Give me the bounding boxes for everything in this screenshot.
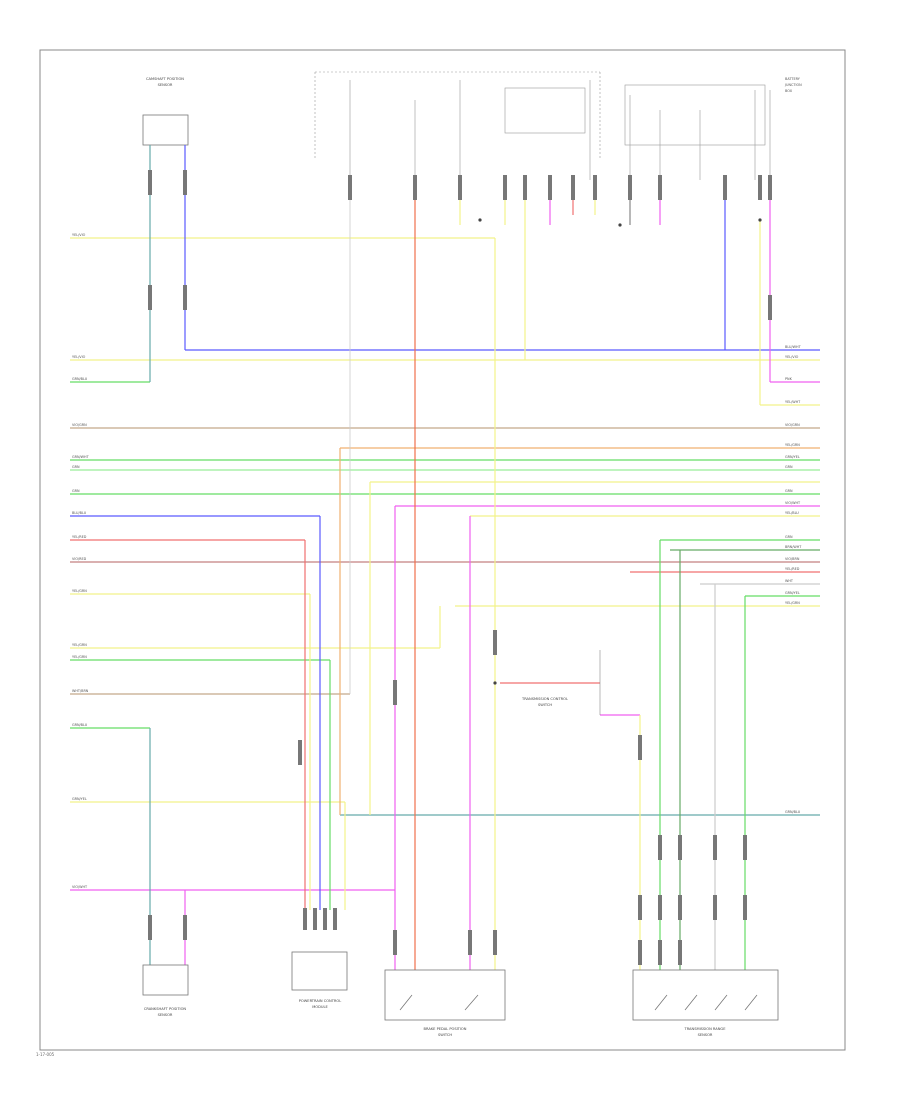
svg-text:BLU/BLU: BLU/BLU — [72, 511, 87, 515]
svg-text:JUNCTION: JUNCTION — [784, 83, 802, 87]
svg-text:VIO/WHT: VIO/WHT — [72, 885, 88, 889]
svg-text:TRANSMISSION CONTROL: TRANSMISSION CONTROL — [521, 697, 568, 701]
svg-text:GRN: GRN — [785, 465, 793, 469]
svg-text:YEL/WHT: YEL/WHT — [785, 400, 801, 404]
svg-text:YEL/GRN: YEL/GRN — [785, 601, 800, 605]
svg-text:BLU/WHT: BLU/WHT — [785, 345, 802, 349]
svg-text:BOX: BOX — [785, 89, 793, 93]
svg-text:YEL/VIO: YEL/VIO — [785, 355, 799, 359]
svg-text:YEL/VIO: YEL/VIO — [72, 233, 86, 237]
footer-code: 1-17-005 — [36, 1052, 55, 1057]
vertical-wires — [149, 145, 771, 970]
connector-pins — [148, 170, 772, 965]
svg-text:BRAKE PEDAL POSITION: BRAKE PEDAL POSITION — [424, 1027, 467, 1031]
svg-text:GRN/BLU: GRN/BLU — [72, 723, 88, 727]
svg-text:PNK: PNK — [785, 377, 793, 381]
splice-points — [478, 218, 762, 685]
svg-text:YEL/GRN: YEL/GRN — [785, 443, 800, 447]
svg-text:YEL/VIO: YEL/VIO — [72, 355, 86, 359]
svg-text:VIO/RED: VIO/RED — [72, 557, 87, 561]
fuse-box-top — [314, 71, 771, 180]
svg-text:TRANSMISSION RANGE: TRANSMISSION RANGE — [684, 1027, 727, 1031]
center-note: TRANSMISSION CONTROL SWITCH — [521, 697, 568, 707]
svg-text:SENSOR: SENSOR — [158, 1013, 173, 1017]
horizontal-wires — [70, 237, 820, 891]
svg-text:GRN/YEL: GRN/YEL — [72, 797, 87, 801]
svg-text:SENSOR: SENSOR — [158, 83, 173, 87]
svg-text:YEL/RED: YEL/RED — [785, 567, 800, 571]
svg-text:VIO/WHT: VIO/WHT — [785, 501, 801, 505]
svg-text:GRN: GRN — [72, 465, 80, 469]
svg-text:SENSOR: SENSOR — [698, 1033, 713, 1037]
svg-text:VIO/BRN: VIO/BRN — [785, 557, 800, 561]
svg-text:CRANKSHAFT POSITION: CRANKSHAFT POSITION — [144, 1007, 187, 1011]
svg-text:MODULE: MODULE — [312, 1005, 328, 1009]
svg-text:GRN/BLU: GRN/BLU — [785, 810, 801, 814]
svg-text:GRN: GRN — [785, 535, 793, 539]
svg-text:GRN/BLU: GRN/BLU — [72, 377, 88, 381]
svg-text:WHT/BRN: WHT/BRN — [72, 689, 89, 693]
svg-text:BATTERY: BATTERY — [785, 77, 801, 81]
svg-text:VIO/GRN: VIO/GRN — [785, 423, 800, 427]
svg-text:CAMSHAFT POSITION: CAMSHAFT POSITION — [146, 77, 184, 81]
svg-text:SWITCH: SWITCH — [438, 1033, 452, 1037]
svg-text:YEL/GRN: YEL/GRN — [72, 655, 87, 659]
svg-text:YEL/GRN: YEL/GRN — [72, 643, 87, 647]
svg-text:BRN/WHT: BRN/WHT — [785, 545, 802, 549]
svg-text:POWERTRAIN CONTROL: POWERTRAIN CONTROL — [299, 999, 342, 1003]
brake-switch: BRAKE PEDAL POSITION SWITCH — [384, 969, 506, 1037]
right-labels: BLU/WHT YEL/VIO PNK YEL/WHT VIO/GRN YEL/… — [785, 345, 802, 814]
svg-text:YEL/BLU: YEL/BLU — [785, 511, 799, 515]
svg-text:SWITCH: SWITCH — [538, 703, 552, 707]
pcm-connector: POWERTRAIN CONTROL MODULE — [291, 951, 348, 1009]
trans-range-sensor: TRANSMISSION RANGE SENSOR — [632, 969, 779, 1037]
svg-text:GRN/WHT: GRN/WHT — [72, 455, 90, 459]
svg-text:GRN/YEL: GRN/YEL — [785, 591, 800, 595]
svg-text:YEL/GRN: YEL/GRN — [72, 589, 87, 593]
svg-text:GRN: GRN — [785, 489, 793, 493]
diagram-frame — [39, 49, 846, 1051]
camshaft-sensor-block: CAMSHAFT POSITION SENSOR — [142, 77, 189, 146]
left-labels: YEL/VIO YEL/VIO GRN/BLU VIO/GRN GRN/WHT … — [72, 233, 90, 889]
svg-text:WHT: WHT — [785, 579, 794, 583]
svg-text:VIO/GRN: VIO/GRN — [72, 423, 87, 427]
svg-text:GRN: GRN — [72, 489, 80, 493]
top-right-note: BATTERY JUNCTION BOX — [784, 77, 802, 93]
svg-text:YEL/RED: YEL/RED — [72, 535, 87, 539]
svg-text:GRN/YEL: GRN/YEL — [785, 455, 800, 459]
crankshaft-sensor: CRANKSHAFT POSITION SENSOR — [142, 964, 189, 1017]
